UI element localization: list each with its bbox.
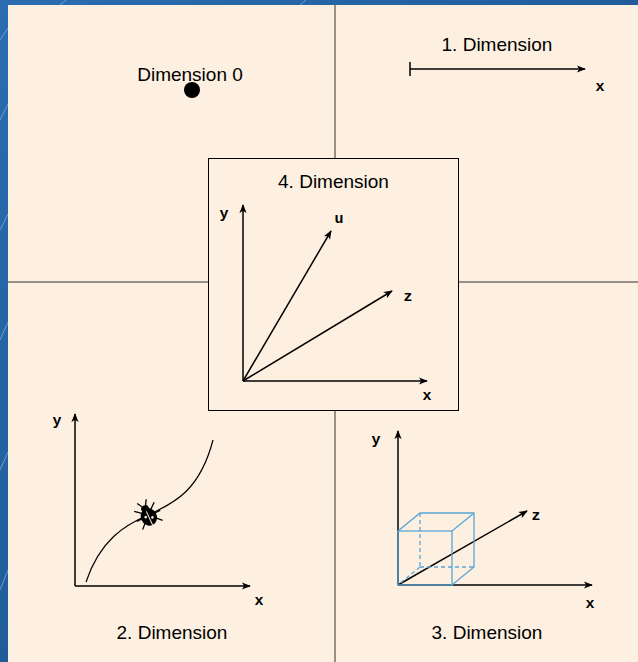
- box-heading: 4. Dimension: [209, 171, 458, 193]
- quadrant-heading: 2. Dimension: [117, 622, 228, 644]
- axis-label: x: [595, 79, 604, 96]
- dimension-box: 4. Dimension: [208, 158, 459, 411]
- quadrant-heading: 3. Dimension: [432, 622, 543, 644]
- axis-label: y: [52, 413, 61, 430]
- cube: [398, 513, 474, 585]
- beetle-icon: [130, 496, 165, 531]
- quadrant-dividers: [8, 5, 638, 662]
- axis-label: x: [254, 593, 263, 610]
- beige-panel: [8, 5, 638, 662]
- curve: [86, 440, 213, 582]
- axis-label: u: [334, 211, 343, 228]
- axis-label: z: [531, 508, 540, 525]
- line-axis: [410, 62, 585, 76]
- quadrant-heading: Dimension 0: [137, 64, 243, 86]
- axis-label: x: [422, 388, 431, 405]
- axis-label: z: [403, 289, 412, 306]
- plane-axes: [75, 414, 250, 586]
- axis-label: y: [371, 432, 380, 449]
- axis-label: x: [585, 596, 594, 613]
- quadrant-heading: 1. Dimension: [442, 34, 553, 56]
- space-axes: [398, 431, 592, 585]
- axis-label: y: [219, 206, 228, 223]
